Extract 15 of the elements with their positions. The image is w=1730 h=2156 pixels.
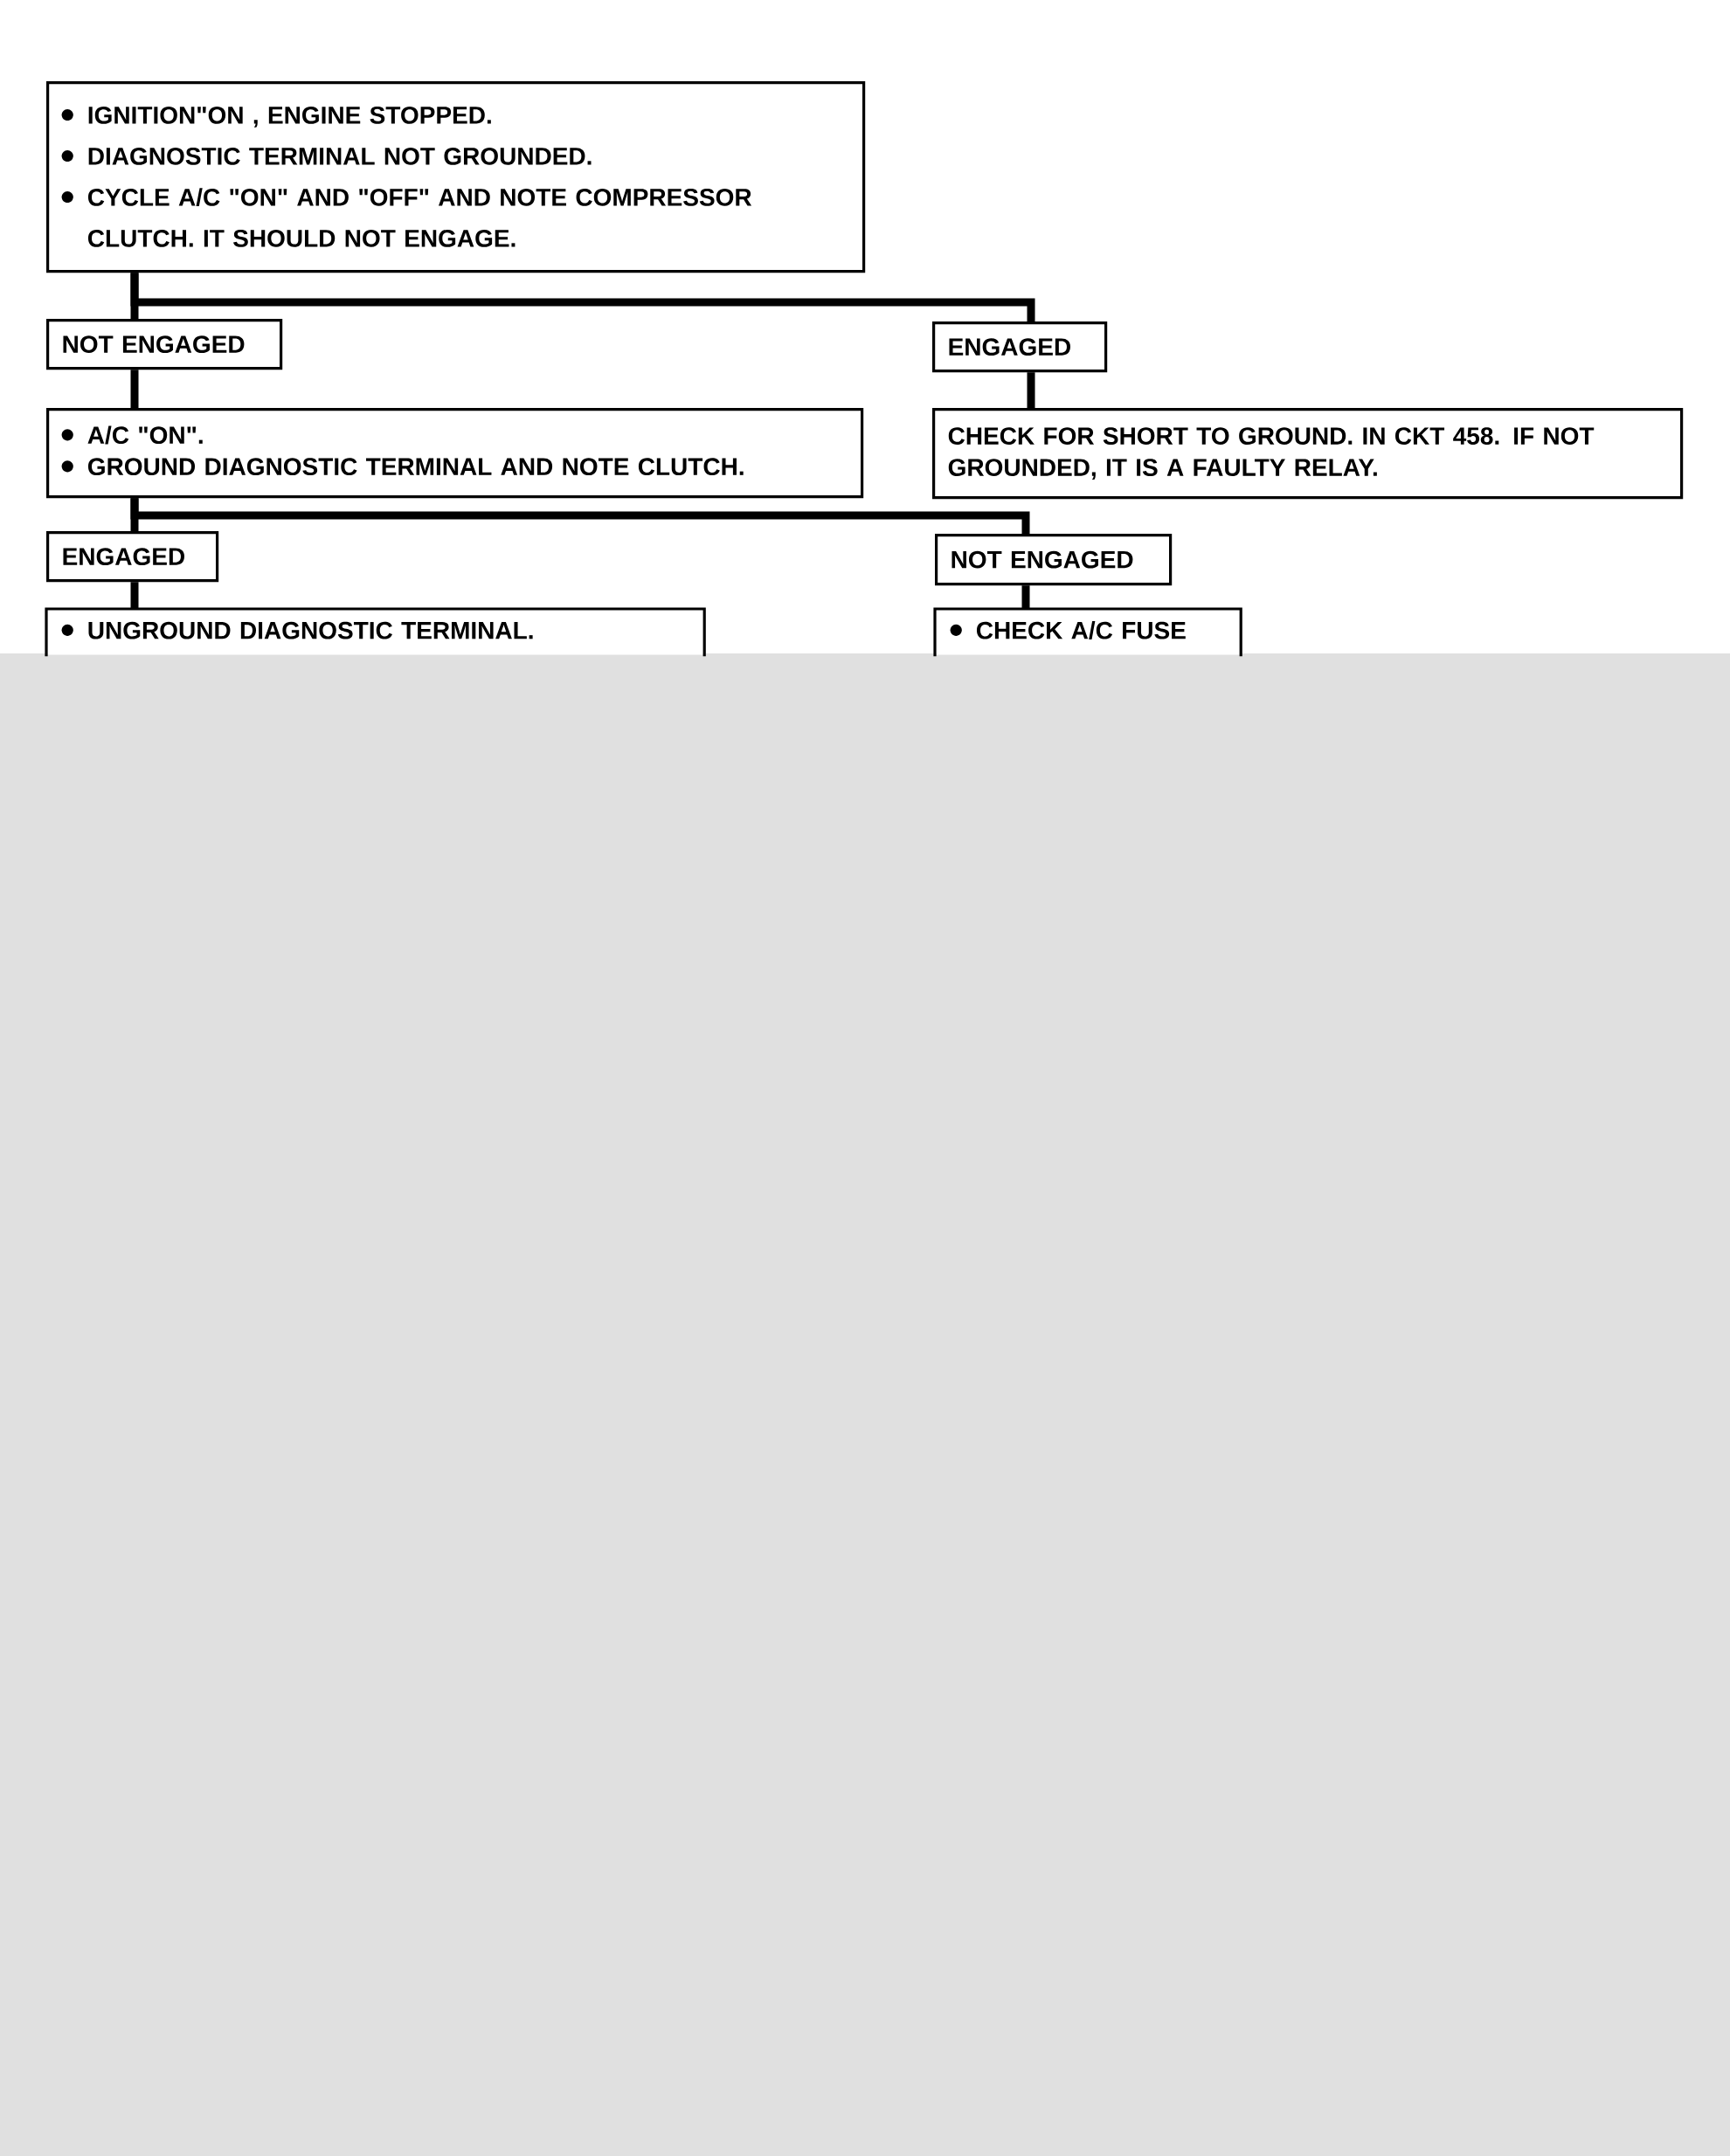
result-box: CHECK FOR SHORT TO GROUND. IN CKT 458. IF NOT GROUNDED, IT IS A FAULTY RELAY. — [932, 408, 1684, 500]
outcome-label: ENGAGED — [932, 321, 1108, 373]
outcome-label: NOT ENGAGED — [46, 319, 283, 370]
outcome-label: ENGAGED — [46, 531, 219, 583]
connector-line — [130, 370, 139, 408]
connector-line — [1027, 372, 1035, 408]
connector-line — [130, 273, 1035, 321]
instruction-box: CHECK A/C FUSE — [933, 607, 1242, 657]
outcome-label: NOT ENGAGED — [935, 534, 1173, 586]
instruction-box: A/C "ON". GROUND DIAGNOSTIC TERMINAL AND NOTE CLUTCH. — [46, 408, 864, 499]
connector-line — [1021, 585, 1030, 609]
instruction-box: IGNITION"ON , ENGINE STOPPED. DIAGNOSTIC TERMINAL NOT GROUNDED. CYCLE A/C "ON" AND "OFF" AND NOTE COMPRESSOR CLUTCH. IT SHOULD NOT ENGAGE. — [46, 81, 866, 273]
connector-line — [130, 498, 1030, 534]
instruction-box: UNGROUND DIAGNOSTIC TERMINAL. — [45, 607, 706, 657]
connector-line — [130, 582, 139, 609]
